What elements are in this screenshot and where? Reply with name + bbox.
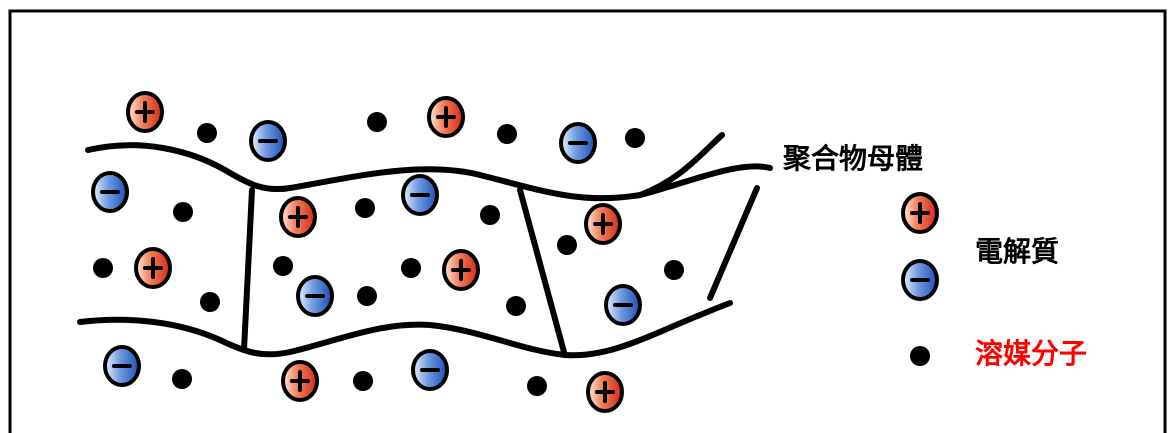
plus-ion-icon	[136, 249, 170, 287]
solvent-dot-icon	[910, 346, 930, 366]
solvent-dot-icon	[172, 369, 192, 389]
polymer-matrix-label: 聚合物母體	[783, 145, 923, 173]
solvent-dot-icon	[197, 123, 217, 143]
solvent-dot-icon	[367, 112, 387, 132]
minus-ion-icon	[298, 277, 332, 315]
solvent-dot-icon	[200, 292, 220, 312]
minus-ion-icon	[105, 347, 139, 385]
minus-ion-icon	[403, 176, 437, 214]
solvent-molecule-label: 溶媒分子	[975, 340, 1087, 368]
polymer-crosslink-3	[710, 188, 757, 298]
solvent-dot-icon	[173, 202, 193, 222]
solvent-dot-icon	[506, 296, 526, 316]
solvent-dot-icon	[557, 235, 577, 255]
plus-ion-icon	[429, 98, 463, 136]
minus-ion-icon	[606, 286, 640, 324]
solvent-dot-icon	[353, 371, 373, 391]
solvent-dot-icon	[527, 376, 547, 396]
plus-ion-icon	[128, 93, 162, 131]
solvent-dot-icon	[664, 260, 684, 280]
minus-ion-icon	[413, 351, 447, 389]
polymer-matrix	[80, 135, 770, 355]
minus-ion-icon	[251, 122, 285, 160]
plus-ion-icon	[444, 251, 478, 289]
plus-ion-icon	[588, 373, 622, 411]
plus-ion-icon	[903, 194, 937, 232]
polymer-crosslink-2	[520, 190, 564, 352]
solvent-dot-icon	[480, 205, 500, 225]
polymer-crosslink-1	[244, 190, 252, 350]
plus-ion-icon	[281, 198, 315, 236]
electrolyte-label: 電解質	[975, 238, 1059, 266]
plus-ion-icon	[586, 205, 620, 243]
solvent-dot-icon	[625, 128, 645, 148]
minus-ion-icon	[561, 124, 595, 162]
solvent-dot-icon	[497, 124, 517, 144]
plus-ion-icon	[283, 362, 317, 400]
solvent-dot-icon	[357, 286, 377, 306]
solvent-dot-icon	[93, 258, 113, 278]
minus-ion-icon	[93, 173, 127, 211]
solvent-dot-icon	[355, 198, 375, 218]
particles-layer	[93, 93, 937, 411]
minus-ion-icon	[903, 261, 937, 299]
solvent-dot-icon	[273, 256, 293, 276]
solvent-dot-icon	[401, 258, 421, 278]
